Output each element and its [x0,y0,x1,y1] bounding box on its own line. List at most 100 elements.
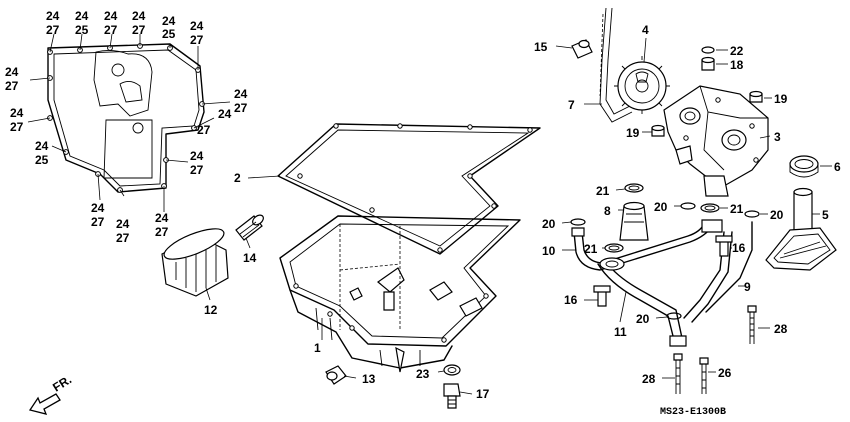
callout-21a: 21 [596,184,610,198]
callout-19b: 19 [626,126,640,140]
o-ring-21b-drawing [700,203,728,213]
oil-pan-drawing [279,215,521,373]
callout-15: 15 [534,40,548,54]
callout-g4a: 24 [132,9,146,23]
callout-g3a: 24 [104,9,118,23]
callout-g2b: 25 [75,23,89,37]
collar-18-drawing [701,56,728,71]
callout-g3b: 27 [104,23,118,37]
callout-28b: 28 [642,372,656,386]
callout-g7a: 24 [234,87,248,101]
callout-13: 13 [362,372,376,386]
bolt-16b-drawing [584,285,611,307]
callout-g11b: 27 [116,231,130,245]
oil-pipe-sleeve-drawing [618,201,649,241]
oil-strainer-drawing [765,187,837,271]
callout-g12a: 24 [35,139,49,153]
washer-23-drawing [437,364,461,376]
oil-pump-assembly-drawing [663,85,771,197]
washer-20b-drawing [674,202,696,210]
callout-g10a: 24 [155,211,169,225]
strainer-seal-drawing [789,155,832,178]
callout-14: 14 [243,251,257,265]
callout-g13b: 27 [10,120,24,134]
oil-pan-gasket-drawing [247,123,541,255]
oil-filter-drawing [161,228,229,301]
callout-12: 12 [204,303,218,317]
callout-g14b: 27 [5,79,19,93]
callout-g4b: 27 [132,23,146,37]
callout-g10b: 27 [155,225,169,239]
callout-g13a: 24 [10,106,24,120]
o-ring-21c-drawing [602,243,624,253]
pan-gasket-outline-drawing [47,43,205,193]
bolt-28b-drawing [662,353,683,394]
callout-g15b: 27 [91,215,105,229]
callout-18: 18 [730,58,744,72]
callout-2: 2 [234,171,241,185]
callout-17: 17 [476,387,490,401]
oil-pressure-switch-drawing [555,39,593,59]
washer-20c-drawing [744,210,768,218]
callout-9: 9 [744,280,751,294]
callout-g9b: 27 [190,163,204,177]
callout-10: 10 [542,244,556,258]
callout-g9a: 24 [190,149,204,163]
callout-20d: 20 [636,312,650,326]
callout-22: 22 [730,44,744,58]
washer-22-drawing [701,46,728,54]
callout-g12b: 25 [35,153,49,167]
bolt-26-drawing [699,357,716,394]
washer-20a-drawing [561,218,586,226]
pump-sprocket-drawing [614,37,670,114]
oil-pipe-11-drawing [597,257,687,347]
callout-g2a: 24 [75,9,89,23]
callout-21b: 21 [730,202,744,216]
callout-26: 26 [718,366,732,380]
callout-g15a: 24 [91,201,105,215]
callout-7: 7 [568,98,575,112]
front-marker-label: FR. [50,372,74,394]
drain-bolt-13-drawing [325,365,357,385]
callout-g7b: 27 [234,101,248,115]
callout-16b: 16 [732,241,746,255]
callout-3: 3 [774,130,781,144]
callout-8: 8 [604,204,611,218]
callout-1: 1 [314,341,321,355]
o-ring-21a-drawing [615,183,644,193]
callout-g6b: 27 [190,33,204,47]
callout-g5b: 25 [162,27,176,41]
callout-g8b: 27 [197,123,211,137]
filter-bolt-fitting-drawing [235,214,264,249]
callout-16a: 16 [564,293,578,307]
callout-g1a: 24 [46,9,60,23]
drive-chain-drawing [584,7,633,123]
diagram-code: MS23-E1300B [660,407,726,418]
callout-20b: 20 [654,200,668,214]
bolt-group-labels: 24 27 24 25 24 27 24 27 24 25 24 27 24 2… [5,9,248,245]
callout-21c: 21 [584,242,598,256]
callout-20c: 20 [770,208,784,222]
callout-g8a: 24 [218,107,232,121]
callout-19a: 19 [774,92,788,106]
bolt-group-leaders [27,33,231,212]
callout-4: 4 [642,23,649,37]
callout-28a: 28 [774,322,788,336]
callout-5: 5 [822,208,829,222]
drain-bolt-17-drawing [443,383,473,409]
dowel-pin-19b-drawing [642,124,665,137]
callout-g1b: 27 [46,23,60,37]
callout-6: 6 [834,160,841,174]
dowel-pin-19a-drawing [749,90,772,103]
callout-20a: 20 [542,217,556,231]
callout-g11a: 24 [116,217,130,231]
callout-g14a: 24 [5,65,19,79]
bolt-16a-drawing [715,235,733,257]
callout-g6a: 24 [190,19,204,33]
callout-11: 11 [614,325,627,339]
callout-g5a: 24 [162,14,176,28]
callout-23: 23 [416,367,430,381]
front-direction-arrow [28,393,61,415]
bolt-28a-drawing [747,305,770,344]
